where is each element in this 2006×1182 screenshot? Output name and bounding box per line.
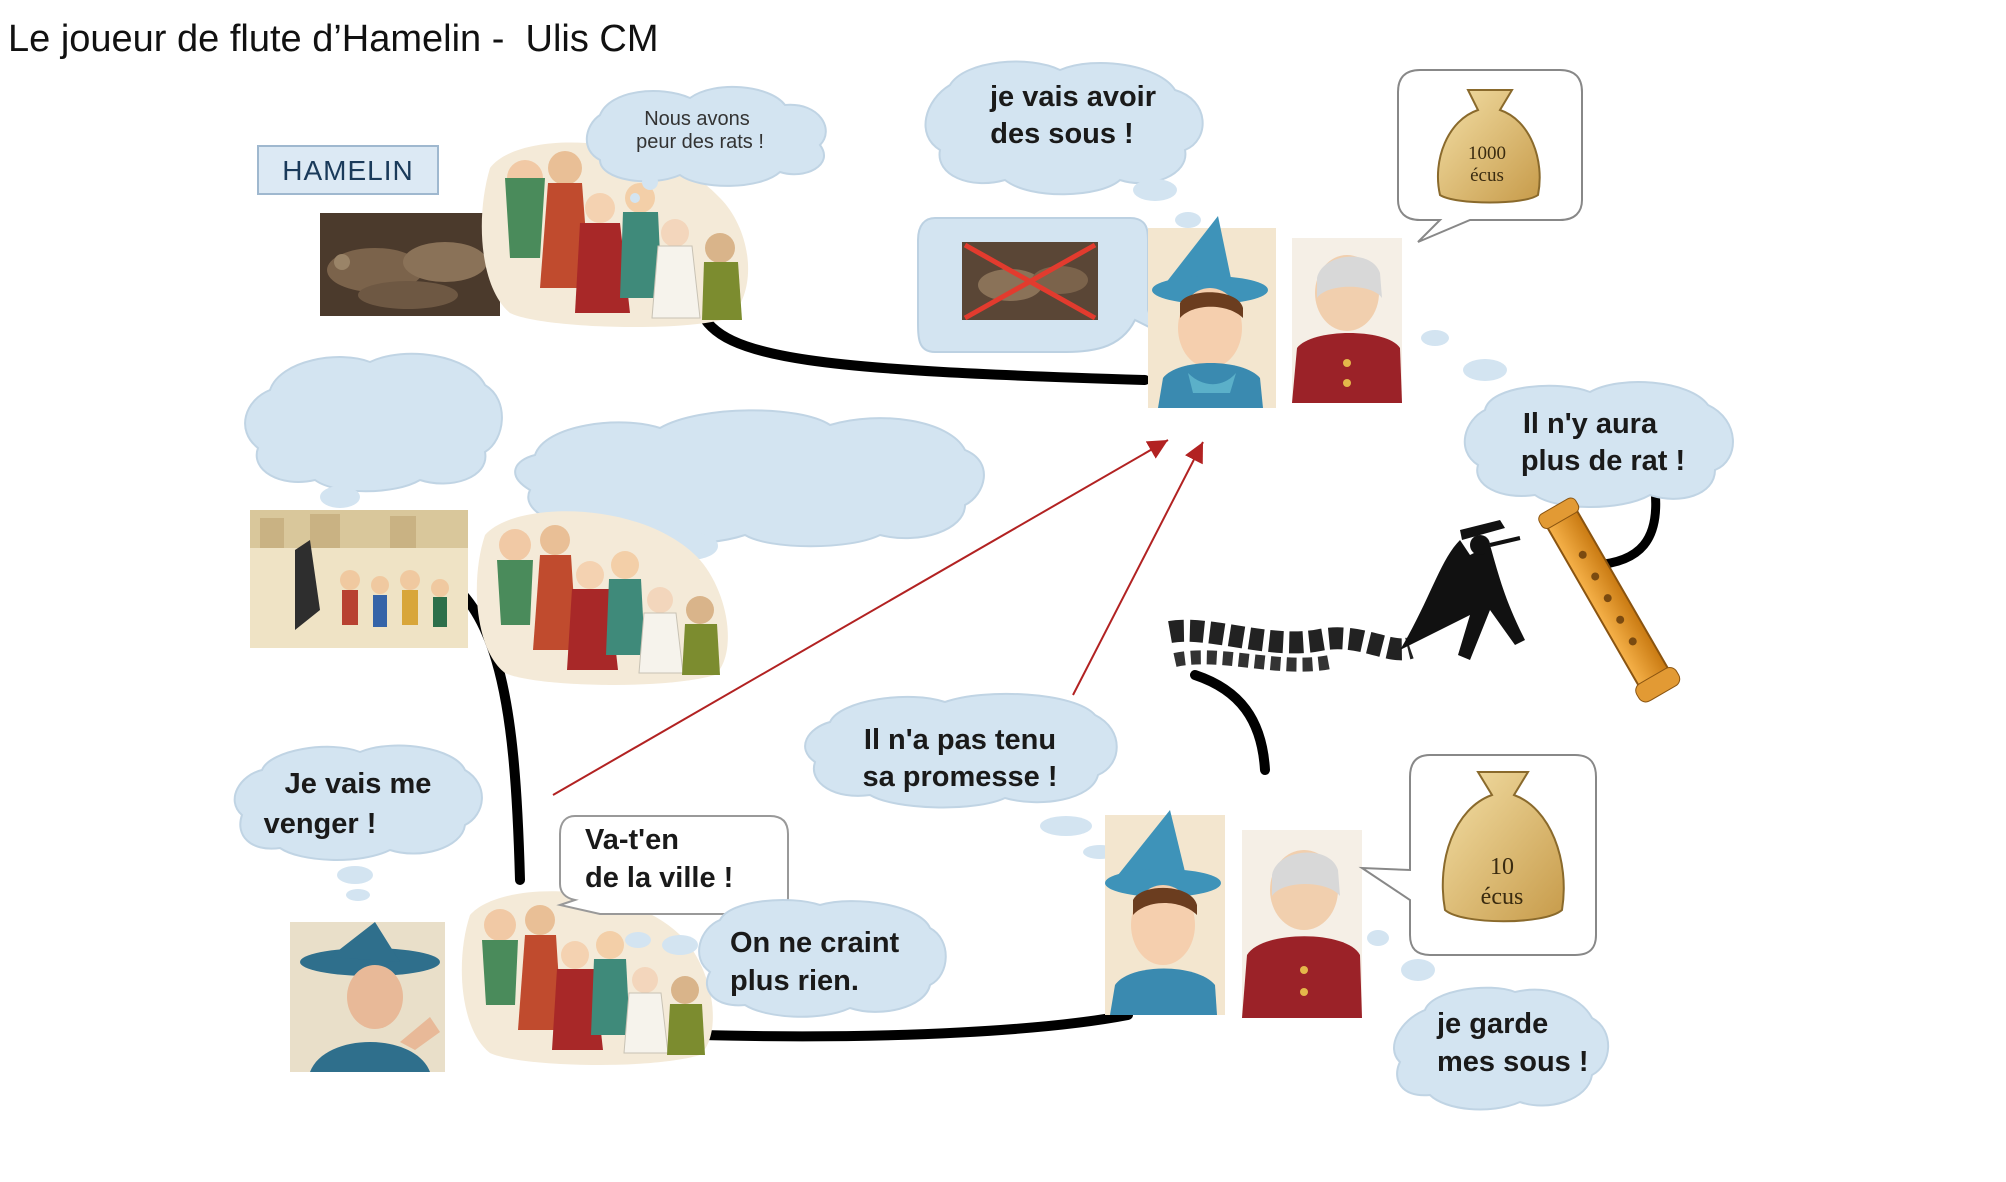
bubble-keep-line1: je garde xyxy=(1436,1008,1548,1040)
thought-box-no-rats xyxy=(917,217,1157,353)
arrow-revenge-to-piper xyxy=(552,439,1169,796)
bag-given-unit: écus xyxy=(1481,884,1524,910)
connector-town-to-mayor xyxy=(695,1010,1133,1042)
bubble-revenge-line1: Je vais me xyxy=(285,768,432,800)
mayor-portrait-top xyxy=(1292,238,1402,403)
piper-portrait-bottom-right xyxy=(1105,810,1225,1015)
bubble-no-rats-line1: Il n'y aura xyxy=(1523,408,1658,440)
bubble-no-more-rats: Il n'y aura plus de rat ! xyxy=(1421,330,1734,508)
bubble-not-afraid: On ne craint plus rien. xyxy=(625,899,947,1018)
bubble-broken-promise: Il n'a pas tenu sa promesse ! xyxy=(804,692,1118,859)
place-label: HAMELIN xyxy=(282,155,413,186)
bubble-fear-line1: Nous avons xyxy=(644,108,750,130)
connector-bubble-to-flute xyxy=(1590,485,1661,570)
empty-bubble-left xyxy=(244,352,503,525)
bag-promised-unit: écus xyxy=(1470,165,1504,186)
piper-portrait-bottom-left xyxy=(290,922,445,1072)
bubble-fear-line2: peur des rats ! xyxy=(636,131,764,153)
piper-procession-picture xyxy=(250,510,468,648)
bubble-piper-money: je vais avoir des sous ! xyxy=(924,60,1204,228)
townspeople-illustration-middle xyxy=(476,511,728,685)
bubble-townspeople-fear: Nous avons peur des rats ! xyxy=(585,85,827,203)
flute-icon xyxy=(1538,497,1681,703)
connector-town-to-piper xyxy=(695,305,1150,385)
bubble-money-line2: des sous ! xyxy=(990,118,1133,150)
slide-title: Le joueur de flute d’Hamelin - Ulis CM xyxy=(8,18,659,60)
money-bag-given: 10 écus xyxy=(1358,754,1597,956)
bubble-promise-line1: Il n'a pas tenu xyxy=(864,724,1056,756)
bubble-not-afraid-line2: plus rien. xyxy=(730,965,859,997)
speech-go-away-line1: Va-t'en xyxy=(585,824,679,856)
rats-photo xyxy=(320,213,500,316)
bubble-keep-line2: mes sous ! xyxy=(1437,1046,1589,1078)
speech-go-away-line2: de la ville ! xyxy=(585,862,733,894)
bubble-money-line1: je vais avoir xyxy=(989,81,1156,113)
bubble-no-rats-line2: plus de rat ! xyxy=(1521,445,1685,477)
bag-promised-amount: 1000 xyxy=(1468,143,1506,164)
rats-following-piper xyxy=(1168,520,1525,672)
piper-portrait-top xyxy=(1148,216,1276,408)
bubble-not-afraid-line1: On ne craint xyxy=(730,927,900,959)
townspeople-illustration-bottom xyxy=(461,891,713,1065)
bubble-keep-money: je garde mes sous ! xyxy=(1367,930,1610,1111)
speech-box-go-away: Va-t'en de la ville ! xyxy=(556,815,789,915)
connector-rats-to-mayor xyxy=(1190,670,1270,775)
mayor-portrait-bottom xyxy=(1242,830,1362,1018)
bubble-revenge: Je vais me venger ! xyxy=(233,744,483,901)
place-label-box: HAMELIN xyxy=(257,145,439,195)
money-bag-promised: 1000 écus xyxy=(1397,69,1583,243)
arrow-promise-to-piper xyxy=(1072,441,1204,696)
bag-given-amount: 10 xyxy=(1490,854,1514,880)
bubble-revenge-line2: venger ! xyxy=(264,808,377,840)
townspeople-illustration-top xyxy=(481,142,749,328)
bubble-promise-line2: sa promesse ! xyxy=(862,761,1057,793)
